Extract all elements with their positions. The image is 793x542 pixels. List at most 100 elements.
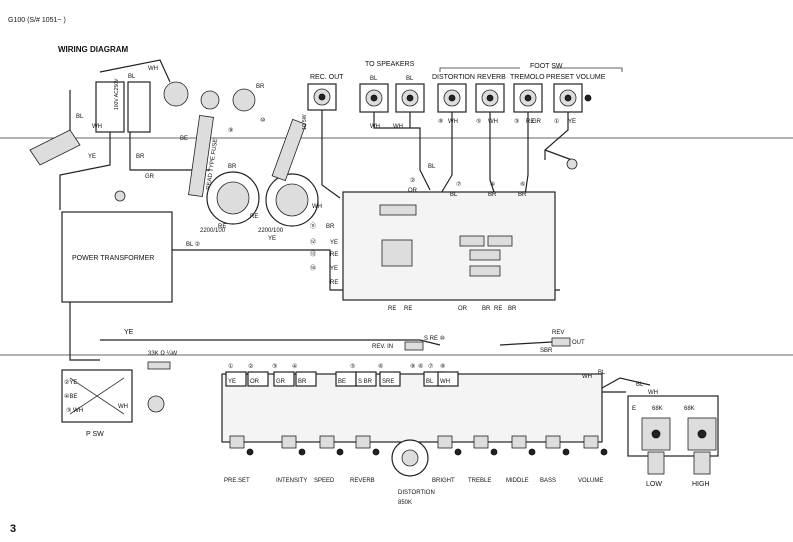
jack-bottom-re: RE	[526, 119, 534, 125]
pcb-top-or: OR	[408, 188, 418, 194]
pot-shaft-icon	[298, 448, 306, 456]
fuse-holder-label: 100V AC250V	[114, 78, 120, 110]
input-high-label: HIGH	[692, 481, 710, 488]
resistor-5w-label: 1Ω 5W	[302, 114, 308, 130]
ground-lug-icon	[584, 94, 592, 102]
rec-out-label: REC. OUT	[310, 74, 344, 81]
pcb-bottom-br1: BR	[482, 306, 491, 312]
pot-shaft-icon	[454, 448, 462, 456]
pcb-top-br1: BR	[488, 192, 497, 198]
pot-label: PRE.SET	[224, 478, 250, 484]
pcb-tab-label: WH	[440, 379, 450, 385]
pcb-top-7: ⑦	[456, 181, 461, 188]
pcb-wire-number: ②	[248, 363, 253, 370]
pcb-num-14: ⑭	[310, 264, 316, 272]
to-speakers-label: TO SPEAKERS	[365, 61, 415, 68]
rev-out-plug	[551, 337, 571, 347]
pcb-tab-label: BE	[338, 379, 346, 385]
capacitor-1	[206, 171, 260, 225]
pcb-tab-label: SRE	[382, 379, 394, 385]
pcb-ic-1	[459, 235, 485, 247]
left-wire-wh2: WH	[92, 124, 102, 130]
wire-transformer-down	[69, 302, 100, 361]
pot-body	[281, 435, 297, 449]
wire-rev	[499, 341, 553, 346]
jack-wire-1: BL	[370, 76, 378, 82]
pot-label: INTENSITY	[276, 478, 307, 484]
pot-body	[583, 435, 599, 449]
jack-bottom-wh3: WH	[393, 124, 403, 130]
foot-sw-jacks	[437, 83, 583, 113]
pcb-tab-box	[273, 371, 295, 387]
foot-sw-label: FOOT SW	[530, 63, 563, 70]
wire-distortion	[439, 112, 453, 196]
pcb-wire-number: ④	[292, 363, 297, 370]
pcb-bottom-br2: BR	[508, 306, 517, 312]
power-transformer	[61, 211, 173, 303]
pcb-tab-box	[295, 371, 317, 387]
cap2-label: 2200/100	[258, 228, 284, 234]
page-number: 3	[10, 523, 16, 535]
wire-preset	[544, 112, 569, 160]
pcb-num-9: ⑨	[228, 127, 233, 134]
wire-bl-right	[544, 149, 573, 161]
left-wire-ye: YE	[88, 154, 96, 160]
pcb-wire-number: ⑤	[350, 363, 355, 370]
left-wire-bl2: BL	[76, 114, 84, 120]
pcb-wire-number: ⑦	[428, 363, 433, 370]
foot-label-preset: PRESET VOLUME	[546, 74, 606, 81]
pcb-transistor-block	[381, 239, 413, 267]
pcb-ic-2	[487, 235, 513, 247]
rev-in-label: REV. IN	[372, 344, 393, 350]
wire-ye-left	[59, 132, 111, 210]
pcb-tab-label: BR	[298, 379, 307, 385]
left-wire-be: BE	[180, 136, 188, 142]
fuse-holder: 100V AC250V	[95, 78, 151, 133]
jack-wire-2: BL	[406, 76, 414, 82]
right-wh2: WH	[648, 390, 658, 396]
foot-label-reverb: REVERB	[477, 74, 506, 81]
s-re-label: S RE ⑩	[424, 335, 445, 342]
wire-br-left	[129, 132, 210, 171]
jack-bottom-wh4: WH	[488, 119, 498, 125]
pcb-top-2: ②	[410, 177, 415, 184]
pcb-tab-box	[379, 371, 401, 387]
pcb-fuse-2	[469, 265, 501, 277]
bl2-label: BL ②	[186, 241, 200, 248]
pcb-tab-label: GR	[276, 379, 286, 385]
pot-shaft-icon	[372, 448, 380, 456]
pcb-tab-box	[225, 371, 247, 387]
jack-bottom-wh1: WH	[448, 119, 458, 125]
pot-shaft-icon	[490, 448, 498, 456]
pcb-bottom-re2: RE	[404, 306, 412, 312]
wire-ye-mid	[100, 339, 441, 346]
pcb-tab-box	[247, 371, 269, 387]
jack-bottom-ye: YE	[568, 119, 576, 125]
psw-be: ④BE	[64, 393, 77, 400]
left-wire-gr: GR	[145, 174, 155, 180]
wire-rec-out	[321, 110, 341, 199]
foot-label-tremolo: TREMOLO	[510, 74, 545, 81]
resistor-5w	[271, 118, 307, 182]
pcb-wire-number: ⑧	[440, 363, 445, 370]
pcb-bottom-re1: RE	[388, 306, 396, 312]
pot-label: 850K	[398, 500, 412, 506]
pcb-top-br2: BR	[518, 192, 527, 198]
pcb-re1: RE	[250, 214, 258, 220]
pcb-wh: WH	[312, 204, 322, 210]
pot-label: VOLUME	[578, 478, 603, 484]
pcb-fuse-1	[469, 249, 501, 261]
pcb-bottom-or: OR	[458, 306, 468, 312]
pot-shaft-icon	[246, 448, 254, 456]
rec-out-jack	[307, 83, 337, 111]
model-label: G100 (S/# 1051~ )	[8, 17, 66, 24]
psw-ye: ②YE	[64, 379, 77, 386]
pcb-tab-label: YE	[228, 379, 236, 385]
pot-shaft-icon	[562, 448, 570, 456]
pcb-wire-number: ⑥	[418, 363, 423, 370]
ground-screw-icon	[114, 190, 126, 202]
pcb-wire-number: ①	[228, 363, 233, 370]
left-wire-wh: WH	[148, 66, 158, 72]
